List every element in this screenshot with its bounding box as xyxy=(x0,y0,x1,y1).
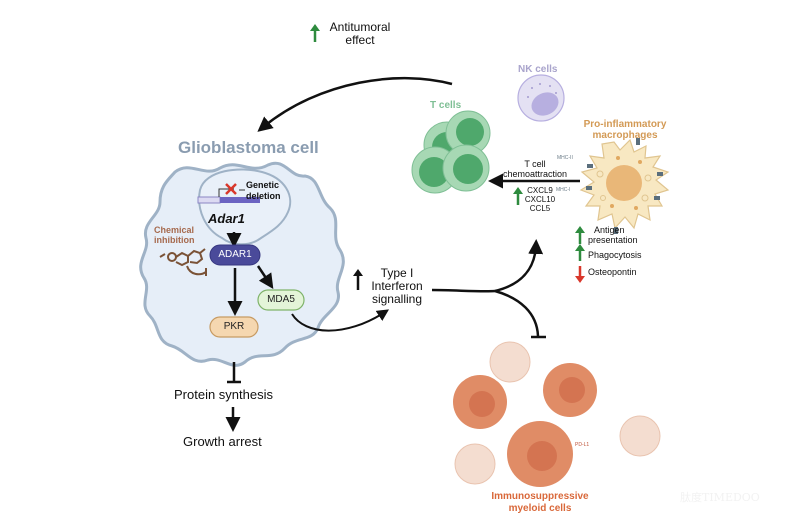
nk-cell xyxy=(517,74,565,122)
chemoattraction-label-2: chemoattraction xyxy=(502,169,568,179)
adar1-protein xyxy=(209,244,261,266)
pkr-protein xyxy=(209,316,259,338)
genetic-deletion-label-2: deletion xyxy=(246,191,281,201)
myeloid-cell-cluster xyxy=(453,341,661,487)
interferon-label-2: Interferon xyxy=(371,279,423,293)
glioblastoma-title: Glioblastoma cell xyxy=(178,138,319,157)
gene-promoter xyxy=(197,196,221,204)
myeloid-title-2: myeloid cells xyxy=(508,503,572,514)
effect-antigen-1: Antigen xyxy=(594,225,625,235)
interferon-to-immune-arrow xyxy=(494,239,544,293)
interferon-label-1: Type I xyxy=(380,266,414,280)
pkr-label: PKR xyxy=(223,321,245,332)
nk-cells-title: NK cells xyxy=(518,64,558,75)
chemokine-cxcl9: CXCL9 xyxy=(527,186,553,195)
t-cell-cluster xyxy=(411,110,491,194)
chemokine-cxcl10: CXCL10 xyxy=(524,195,556,204)
mda5-to-interferon-arrow xyxy=(291,309,390,332)
mhc1-label: MHC-I xyxy=(556,187,571,193)
phagocytosis-up-arrow-icon xyxy=(575,244,585,261)
myeloid-title-1: Immunosuppressive xyxy=(491,491,589,502)
mda5-protein xyxy=(257,289,305,311)
chemical-inhibition-label-2: inhibition xyxy=(154,235,195,245)
watermark: 肽度TIMEDOO xyxy=(680,491,760,504)
nucleus xyxy=(198,168,292,246)
chemokine-up-arrow-icon xyxy=(513,187,523,205)
mda5-label: MDA5 xyxy=(267,294,295,305)
mhc2-label: MHC-II xyxy=(557,155,573,161)
gene-exon xyxy=(220,197,260,203)
effect-antigen-2: presentation xyxy=(588,235,638,245)
t-cells-title: T cells xyxy=(430,100,462,111)
antitumoral-label-2: effect xyxy=(345,33,375,47)
antitumoral-label-1: Antitumoral xyxy=(329,20,391,34)
effect-phagocytosis: Phagocytosis xyxy=(588,250,642,260)
gene-start-arrow xyxy=(218,188,234,197)
gene-label: Adar1 xyxy=(208,211,245,226)
macrophages-title-2: macrophages xyxy=(592,130,658,141)
interferon-inhibits-myeloid-line xyxy=(494,289,540,337)
growth-arrest-label: Growth arrest xyxy=(183,434,262,449)
mhc-receptor-icons xyxy=(586,138,663,234)
adar1-to-mda5-arrow xyxy=(256,265,274,289)
chemical-inhibitor-icon xyxy=(159,248,207,276)
chemical-inhibition-label-1: Chemical xyxy=(154,225,195,235)
chemoattraction-label-1: T cell xyxy=(524,159,546,169)
interferon-label-3: signalling xyxy=(371,292,423,306)
effect-osteopontin: Osteopontin xyxy=(588,267,637,277)
macrophage-cell xyxy=(579,138,670,230)
antitumoral-arrow xyxy=(257,76,453,132)
osteopontin-down-arrow-icon xyxy=(575,266,585,283)
antitumoral-up-arrow-icon xyxy=(310,24,320,42)
pd-l1-label: PD-L1 xyxy=(575,442,590,448)
interferon-up-arrow-icon xyxy=(353,269,363,290)
deletion-x-icon xyxy=(225,183,237,195)
protein-synthesis-label: Protein synthesis xyxy=(174,387,273,402)
chemokine-ccl5: CCL5 xyxy=(529,204,551,213)
genetic-deletion-label-1: Genetic xyxy=(246,180,280,190)
antigen-up-arrow-icon xyxy=(575,226,585,244)
adar1-label: ADAR1 xyxy=(218,249,252,260)
interferon-stem xyxy=(431,288,496,293)
macrophages-title-1: Pro-inflammatory xyxy=(583,119,667,130)
